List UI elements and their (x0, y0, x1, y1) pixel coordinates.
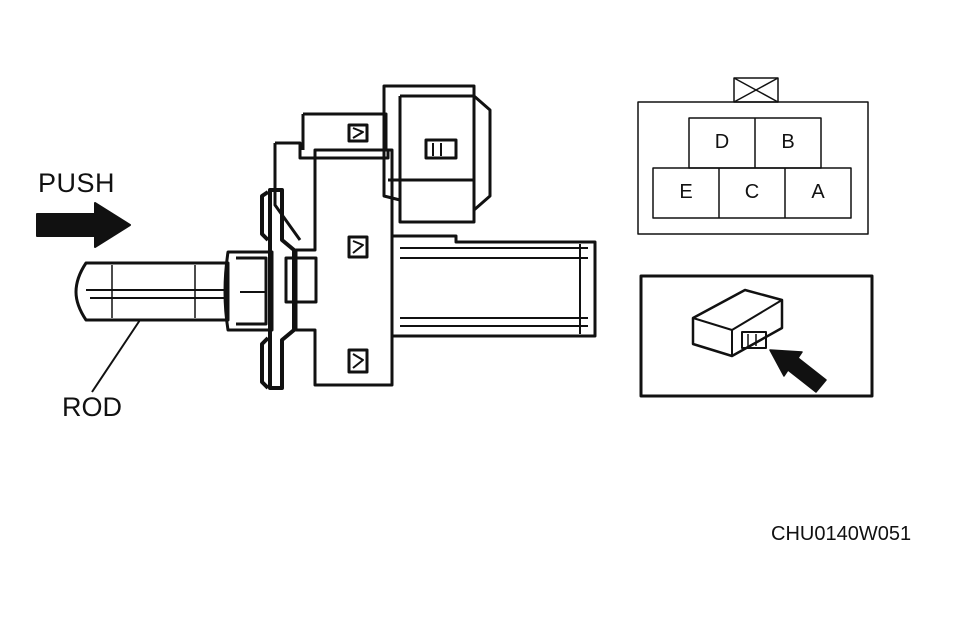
rod-label: ROD (62, 392, 122, 422)
rod (74, 261, 230, 322)
front-flange (260, 188, 296, 390)
switch-body (284, 112, 394, 387)
rear-barrel (392, 234, 597, 338)
mounting-bracket (273, 141, 390, 241)
figure-code: CHU0140W051 (771, 523, 912, 545)
pin-e: E (679, 181, 693, 203)
pin-a: A (811, 181, 825, 203)
rod-collar (223, 250, 274, 332)
pin-b: B (781, 131, 795, 153)
push-arrow (36, 202, 131, 248)
connector-face (637, 77, 869, 235)
pin-d: D (714, 131, 730, 153)
pin-c: C (744, 181, 760, 203)
inset-view (639, 274, 874, 398)
connector-housing (382, 84, 492, 224)
push-label: PUSH (38, 168, 116, 198)
rod-leader-line (91, 319, 141, 393)
